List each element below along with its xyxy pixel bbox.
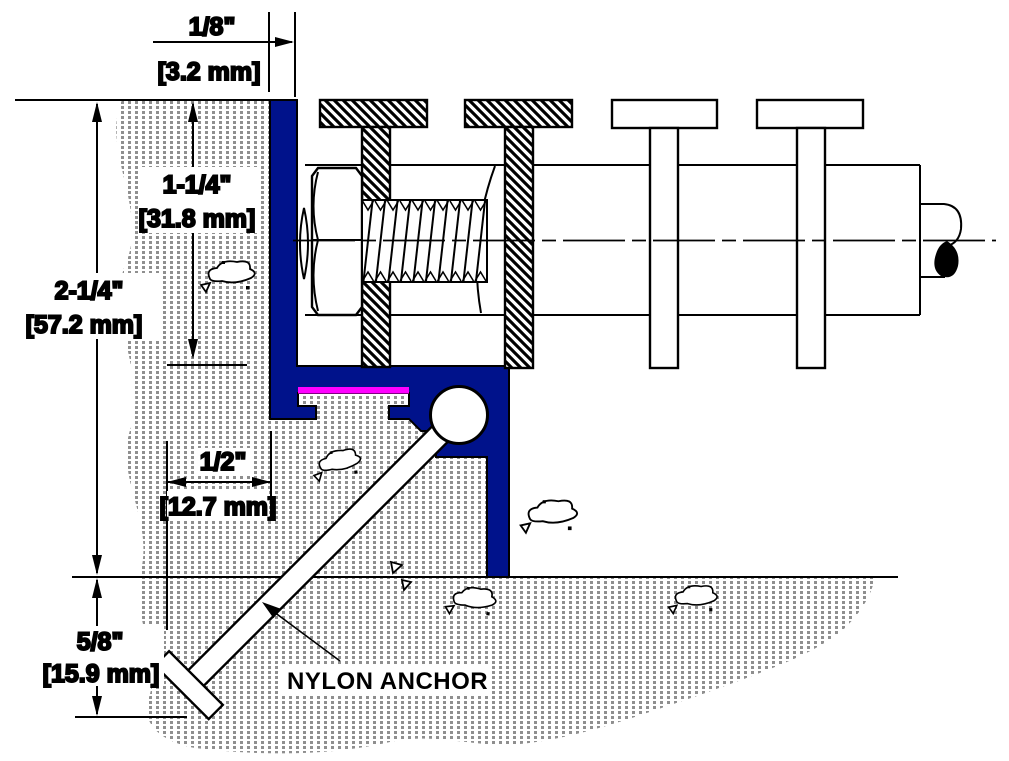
dim-glass-bite-metric: [31.8 mm] [139,205,256,233]
dim-pocket-mask2 [167,491,269,521]
anchor-label: NYLON ANCHOR [287,668,488,695]
t3-stem [648,126,680,370]
dim-glass-bite-mask [139,167,257,233]
frame-profile-body [269,99,510,578]
dim-overall-depth-metric: [57.2 mm] [26,311,143,339]
dim-embed-depth: 5/8" [15.9 mm] [40,578,164,716]
dim-overall-depth-mask [8,273,163,339]
fastener-bolt [299,166,488,317]
dim-glass-bite-arrow-down [188,339,198,359]
bolt-hex-head [310,166,364,317]
bolt-head-washer-lens [299,207,309,280]
dim-pocket-mask1 [196,448,250,474]
dim-embed-mask [40,626,164,686]
dim-gap: 1/8" [3.2 mm] [153,12,296,97]
dim-gap-arrow [275,37,294,47]
t4-flange [755,98,865,130]
dim-pocket-arrow-left [167,477,186,487]
frame-profile [269,99,510,578]
concrete-debris [200,260,718,620]
dim-glass-bite: 1-1/4" [31.8 mm] [138,102,257,359]
dim-gap-metric: [3.2 mm] [158,58,261,86]
nylon-anchor [153,385,489,721]
dim-overall-depth: 2-1/4" [57.2 mm] [8,102,163,575]
t-bars-elevation [610,98,865,370]
dim-gap-inches: 1/8" [189,13,236,41]
anchor-leader-line [265,605,341,662]
dim-glass-bite-arrow-up [188,102,198,122]
t1-flange [318,98,429,129]
t2-flange [463,98,574,129]
debris-triangles [389,560,413,592]
dim-overall-depth-arrow-down [92,555,102,575]
dim-pocket-inches: 1/2" [200,448,247,476]
dim-pocket-arrow-right [252,477,271,487]
t2-stem [503,125,535,370]
gasket-strip [298,387,409,394]
anchor-head-circle [429,385,489,445]
cap-top-curve [920,203,963,247]
dim-pocket-metric: [12.7 mm] [160,493,277,521]
dim-embed-metric: [15.9 mm] [43,660,160,688]
anchor-label-mask [281,664,491,696]
dim-embed-arrow-up [92,578,102,598]
construction-lines [15,99,898,718]
t4-stem [795,126,827,370]
anchor-callout: NYLON ANCHOR [262,602,491,696]
dim-embed-inches: 5/8" [77,628,124,656]
dim-embed-arrow-down [92,696,102,716]
anchor-leader-arrow [262,602,281,619]
dim-overall-depth-arrow-up [92,102,102,122]
rail-end-cap [920,203,963,278]
dim-overall-depth-inches: 2-1/4" [55,277,124,305]
dim-glass-bite-inches: 1-1/4" [163,171,232,199]
t3-flange [610,98,719,130]
dim-pocket-width: 1/2" [12.7 mm] [159,431,277,630]
cap-bulb [934,241,959,278]
